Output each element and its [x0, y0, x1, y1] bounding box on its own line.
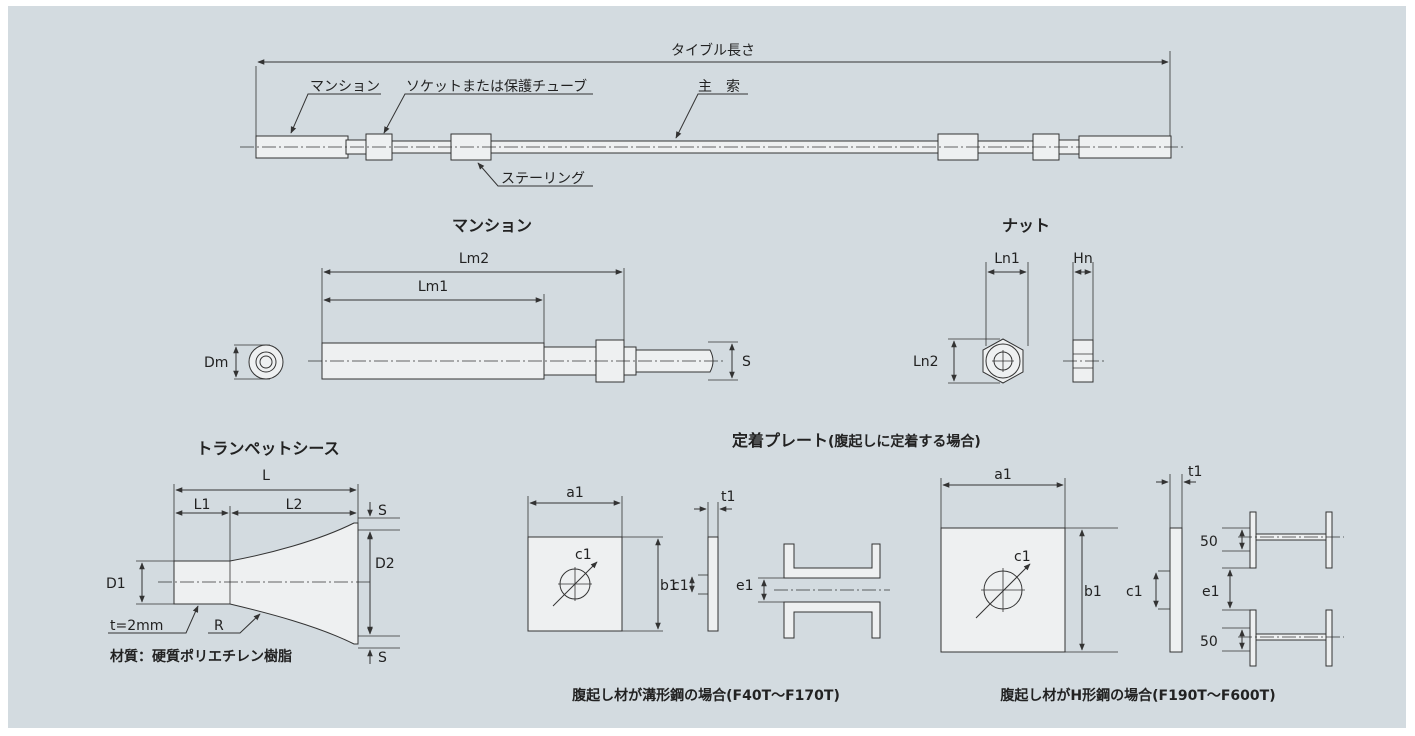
- trumpet-S-top-label: S: [378, 503, 387, 519]
- trumpet-R-label: R: [214, 618, 224, 634]
- mansion-label: マンション: [310, 79, 380, 95]
- trumpet-L2-label: L2: [286, 497, 303, 513]
- trumpet-S-bottom-label: S: [378, 650, 387, 666]
- plate-h-beam-case: c1 a1 b1 c1 t1: [940, 464, 1344, 704]
- c1-label-front-h: c1: [1014, 549, 1031, 565]
- trumpet-material-label: 材質：硬質ポリエチレン樹脂: [110, 648, 292, 665]
- channel-steel-bottom: [783, 601, 881, 639]
- b1-label-channel: b1: [660, 578, 678, 594]
- b1-label-h: b1: [1084, 584, 1102, 600]
- trumpet-D1-label: D1: [106, 576, 126, 592]
- main-cable-label: 主 索: [698, 78, 740, 95]
- ln1-label: Ln1: [994, 251, 1020, 267]
- lm2-label: Lm2: [459, 251, 489, 267]
- mansion-detail: マンション Dm Lm2 Lm1 S: [204, 216, 751, 383]
- trumpet-t-label: t=2mm: [110, 618, 163, 634]
- tie-rod-assembly: タイブル長さ マンション ソケットまたは保護チューブ 主 索 ステーリング: [240, 42, 1186, 187]
- e1-label-channel: e1: [736, 578, 754, 594]
- trumpet-sheath-detail: トランペットシース L L1 L2 D1 S D2 S: [106, 439, 400, 666]
- nut-detail: ナット Ln1 Hn Ln2: [913, 216, 1104, 384]
- steering-label: ステーリング: [501, 171, 585, 187]
- a1-label-channel: a1: [566, 485, 584, 501]
- c1-label-side-h: c1: [1126, 584, 1143, 600]
- ln2-label: Ln2: [913, 354, 939, 370]
- t1-label-channel: t1: [721, 489, 735, 505]
- e1-label-h: e1: [1202, 584, 1220, 600]
- nut-title: ナット: [1002, 216, 1050, 235]
- trumpet-title: トランペットシース: [196, 439, 339, 458]
- plate-title: 定着プレート(腹起しに定着する場合): [731, 431, 981, 450]
- plate-channel-case: c1 a1 b1 c1 t1 e1 腹起し材が溝形鋼の場合(F40T〜F170T…: [527, 485, 890, 704]
- fifty-label-bottom: 50: [1200, 634, 1218, 650]
- lm1-label: Lm1: [418, 279, 448, 295]
- caption-channel: 腹起し材が溝形鋼の場合(F40T〜F170T): [572, 687, 840, 704]
- mansion-title: マンション: [452, 216, 532, 235]
- h-beam-bottom: [1249, 609, 1333, 667]
- c1-label-front-channel: c1: [575, 547, 592, 563]
- t1-label-h: t1: [1188, 464, 1202, 480]
- trumpet-D2-label: D2: [375, 556, 395, 572]
- trumpet-shape: [173, 522, 359, 645]
- plate-side-large: [1169, 527, 1183, 653]
- socket-label: ソケットまたは保護チューブ: [406, 78, 587, 95]
- h-beam-top: [1249, 511, 1333, 569]
- c1-label-side-channel: c1: [672, 578, 689, 594]
- trumpet-L-label: L: [262, 468, 270, 484]
- hn-label: Hn: [1073, 251, 1092, 267]
- drawing-sheet: タイブル長さ マンション ソケットまたは保護チューブ 主 索 ステーリング マン…: [8, 6, 1406, 728]
- caption-h-beam: 腹起し材がH形鋼の場合(F190T〜F600T): [1000, 687, 1275, 704]
- dm-label: Dm: [204, 355, 228, 371]
- trumpet-L1-label: L1: [194, 497, 211, 513]
- total-length-label: タイブル長さ: [671, 42, 755, 59]
- a1-label-h: a1: [994, 467, 1012, 483]
- channel-steel-top: [783, 543, 881, 579]
- technical-drawing: タイブル長さ マンション ソケットまたは保護チューブ 主 索 ステーリング マン…: [106, 42, 1344, 704]
- fifty-label-top: 50: [1200, 534, 1218, 550]
- mansion-s-label: S: [742, 354, 751, 370]
- plate-side-small: [707, 536, 719, 632]
